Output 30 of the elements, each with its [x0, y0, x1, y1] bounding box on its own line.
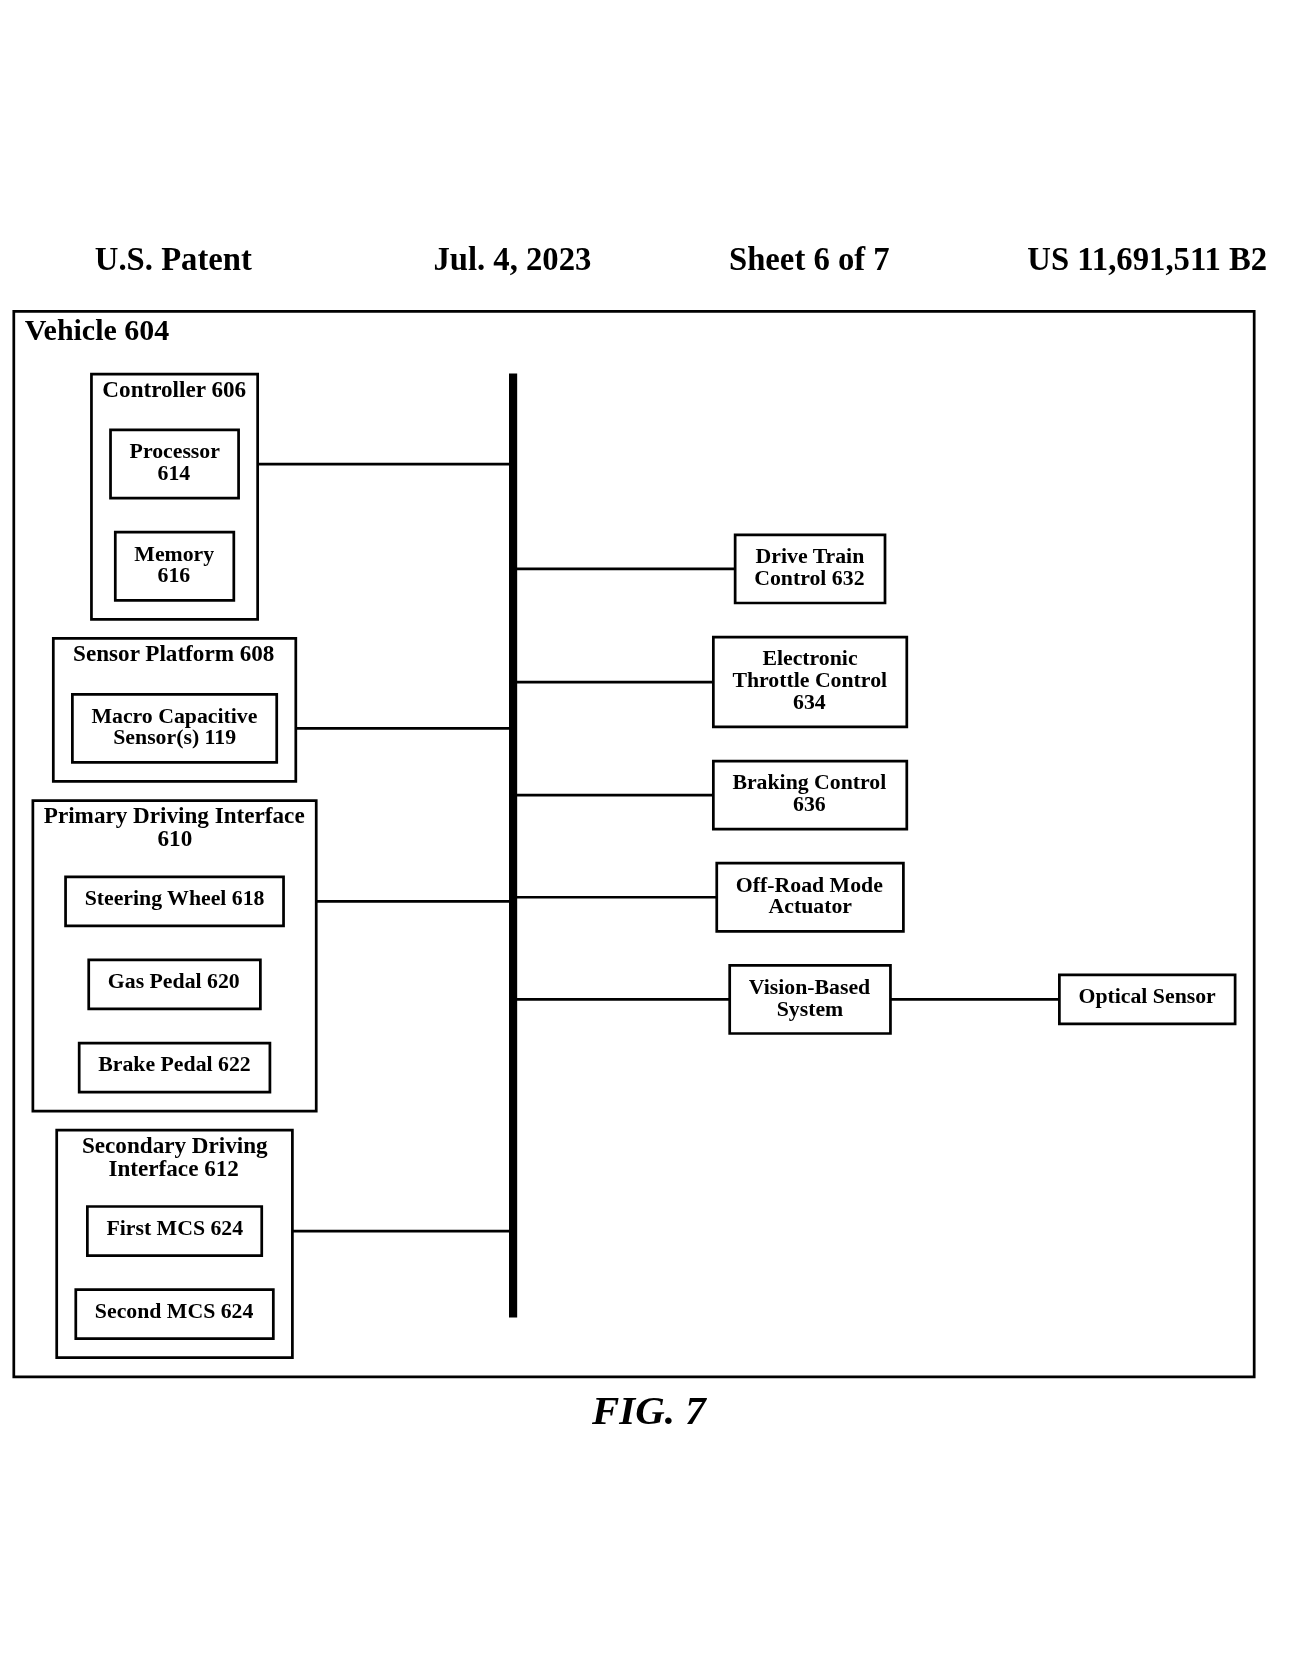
node-box: Macro Capacitive Sensor(s) 119 [71, 692, 279, 764]
connector [316, 900, 511, 903]
label: U.S. Patent [94, 240, 252, 277]
node-box: Processor 614 [109, 428, 240, 500]
connector [516, 680, 714, 684]
label: Sheet 6 of 7 [729, 240, 890, 277]
connector [516, 895, 717, 899]
node-box: Memory 616 [113, 530, 236, 602]
label: US 11,691,511 B2 [1027, 240, 1268, 277]
node-box: Vision-Based System [728, 964, 892, 1035]
connector [890, 998, 1059, 1001]
node-box: Optical Sensor [1058, 973, 1237, 1026]
node-box: Brake Pedal 622 [77, 1041, 272, 1094]
node-box: First MCS 624 [86, 1205, 264, 1257]
label: Jul. 4, 2023 [433, 240, 592, 277]
connector [516, 998, 730, 1001]
connector [516, 793, 714, 797]
connector [257, 462, 510, 466]
connector [292, 1229, 510, 1233]
node-bar [509, 373, 518, 1318]
node-box: Braking Control 636 [712, 759, 909, 831]
node-box: Off-Road Mode Actuator [715, 861, 905, 933]
node-box: Electronic Throttle Control 634 [712, 635, 909, 729]
node-box: Gas Pedal 620 [87, 958, 262, 1011]
connector [295, 726, 511, 730]
connector [516, 567, 735, 571]
node-box: Second MCS 624 [74, 1288, 275, 1340]
node-box: Steering Wheel 618 [64, 875, 285, 928]
caption: FIG. 7 [592, 1388, 706, 1434]
node-box: Drive Train Control 632 [733, 533, 887, 605]
